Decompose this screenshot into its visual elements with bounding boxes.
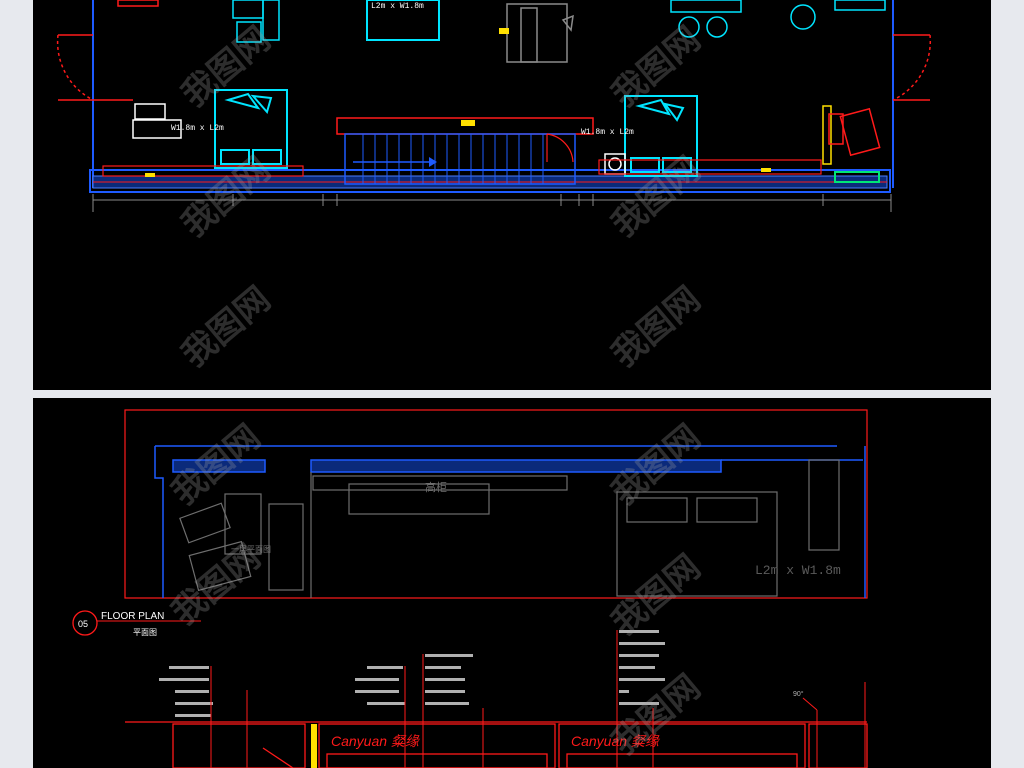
brand-logo-1: Canyuan 粲缘 (331, 733, 421, 749)
bed-top-size-label: L2m x W1.8m (371, 2, 424, 11)
bed-left-size-label: W1.8m x L2m (171, 124, 224, 133)
dimension-line (92, 194, 892, 212)
viewport-frame (124, 409, 868, 599)
yellow-tags (145, 168, 771, 177)
walls-blue (154, 445, 866, 598)
floor-plan-drawing-2: 高柜 一层平面图 L2m x W1.8m 05 FLOOR PLAN 平面图 (72, 409, 868, 768)
floor-slab (89, 169, 891, 193)
brand-logo-2: Canyuan 粲缘 (571, 733, 661, 749)
annotation-blocks (159, 630, 665, 717)
furniture-cluster-left (232, 0, 280, 43)
floor-plan-drawing: W1.8m x L2m L2m x W1.8m (56, 0, 932, 212)
side-label: 一层平面图 (231, 545, 271, 554)
bed-top-middle (366, 0, 440, 41)
nightstand-yellow (499, 28, 509, 34)
elevation-column (311, 724, 317, 768)
right-door (892, 34, 932, 101)
outer-walls (92, 0, 894, 188)
leader-lines (210, 630, 866, 768)
bed-right (624, 95, 698, 177)
stair-tag (461, 120, 475, 126)
left-door (56, 34, 133, 101)
plan-caption (72, 610, 201, 636)
caption-title: FLOOR PLAN (101, 611, 164, 622)
cad-floor-plan-top: W1.8m x L2m L2m x W1.8m (33, 0, 991, 390)
furniture-gray (179, 459, 840, 598)
bed-left (214, 89, 288, 169)
furniture-red-left (117, 0, 159, 7)
caption-subtitle: 平面图 (133, 628, 157, 637)
cad-floor-plan-bottom: 高柜 一层平面图 L2m x W1.8m 05 FLOOR PLAN 平面图 (33, 398, 991, 768)
bed-gray (506, 3, 574, 63)
bed-size-label: L2m x W1.8m (755, 563, 841, 578)
bed-right-size-label: W1.8m x L2m (581, 128, 634, 137)
stairs (336, 117, 594, 185)
bottom-cabinets (102, 159, 822, 177)
right-cabinet (822, 105, 881, 183)
angle-label: 90° (793, 690, 804, 698)
side-cabinet (132, 103, 182, 139)
caption-number: 05 (78, 619, 88, 629)
cabinet-label: 高柜 (425, 480, 447, 494)
stair-door (546, 133, 574, 163)
furniture-cluster-right (670, 0, 886, 38)
elevation-frame (125, 721, 868, 768)
